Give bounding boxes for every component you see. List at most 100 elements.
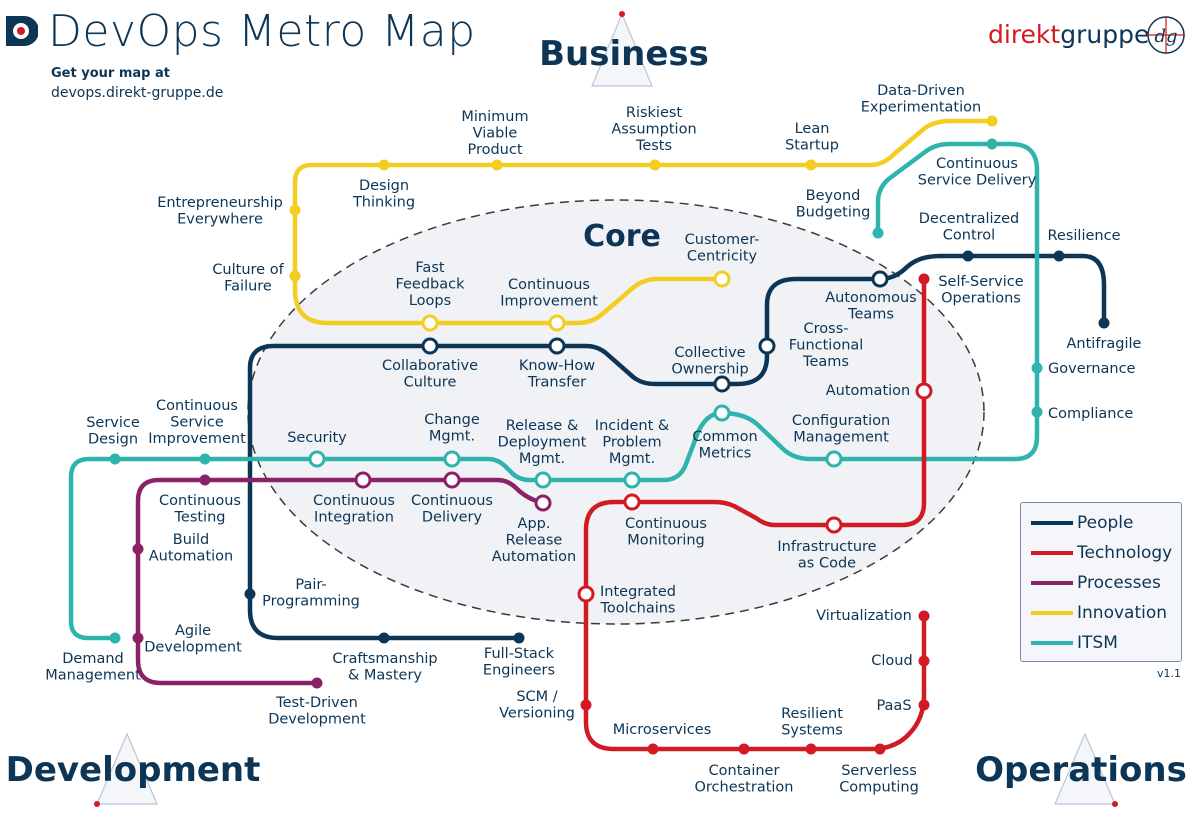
station-marker xyxy=(713,404,731,422)
station-label-line: Continuous xyxy=(313,493,395,509)
station-label-line: Collective xyxy=(674,345,745,361)
station-label-line: Integration xyxy=(314,510,394,526)
station-label-line: Collaborative xyxy=(382,358,478,374)
station-marker xyxy=(986,138,998,150)
station-marker xyxy=(1031,362,1043,374)
technology-line xyxy=(583,276,927,752)
station-label-line: Automation xyxy=(492,549,576,565)
legend-swatch xyxy=(1031,551,1073,555)
map-url-link[interactable]: devops.direkt-gruppe.de xyxy=(51,85,224,101)
station-label-line: Cloud xyxy=(871,653,912,669)
innovation-line xyxy=(292,118,995,326)
station-label-line: Microservices xyxy=(613,722,712,738)
station-label-line: Operations xyxy=(941,291,1021,307)
station-label-line: Data-Driven xyxy=(877,83,965,99)
people-line xyxy=(247,253,1107,641)
station-label-line: Budgeting xyxy=(796,205,871,221)
station-marker xyxy=(132,543,144,555)
station-marker xyxy=(577,585,595,603)
station-marker xyxy=(109,453,121,465)
station-label-line: Service xyxy=(86,415,140,431)
station-label-line: Testing xyxy=(174,510,226,526)
station-marker xyxy=(109,632,121,644)
station-label-line: Entrepreneurship xyxy=(157,195,283,211)
legend: People Technology Processes Innovation I… xyxy=(1020,502,1182,662)
station-label-line: Problem xyxy=(602,435,661,451)
station-label-line: Delivery xyxy=(422,510,483,526)
business-label: Business xyxy=(539,34,709,74)
station-marker xyxy=(244,588,256,600)
station-marker xyxy=(132,632,144,644)
station-marker xyxy=(738,743,750,755)
station-label-line: Design xyxy=(88,432,138,448)
station-marker xyxy=(986,115,998,127)
brand-name: direktgruppe xyxy=(988,20,1149,49)
station-label-paas: PaaS xyxy=(876,698,911,714)
station-label-line: Beyond xyxy=(806,188,861,204)
station-label-line: Product xyxy=(467,142,522,158)
dg-logo-icon: dg xyxy=(1147,16,1185,54)
station-marker xyxy=(758,337,776,355)
station-label-line: Continuous xyxy=(936,156,1018,172)
legend-item-itsm: ITSM xyxy=(1031,630,1118,656)
station-marker xyxy=(805,159,817,171)
station-label-line: SCM / xyxy=(516,689,557,705)
station-marker xyxy=(199,453,211,465)
station-marker xyxy=(918,273,930,285)
station-label-line: Compliance xyxy=(1048,406,1133,422)
station-label-line: Mgmt. xyxy=(429,429,475,445)
station-label-line: Mgmt. xyxy=(609,451,655,467)
station-label-cloud: Cloud xyxy=(871,653,912,669)
station-label-line: Continuous xyxy=(156,398,238,414)
station-label-line: Versioning xyxy=(499,706,575,722)
station-label-line: Resilient xyxy=(781,706,843,722)
station-label-line: Functional xyxy=(789,338,864,354)
station-marker xyxy=(443,450,461,468)
station-label-line: Serverless xyxy=(841,763,917,779)
station-label-line: Continuous xyxy=(625,516,707,532)
station-marker xyxy=(915,382,933,400)
station-label-line: Assumption xyxy=(611,122,696,138)
station-marker xyxy=(649,159,661,171)
station-marker xyxy=(918,655,930,667)
station-label-line: Teams xyxy=(802,354,849,370)
station-label-line: Culture xyxy=(404,375,457,391)
business-triangle xyxy=(591,11,653,87)
processes-line xyxy=(135,477,546,686)
legend-swatch xyxy=(1031,641,1073,645)
station-label-line: Automation xyxy=(826,383,910,399)
station-label-line: Improvement xyxy=(148,431,246,447)
station-label-craftsmanship: Craftsmanship& Mastery xyxy=(332,651,437,684)
brand-name-part2: gruppe xyxy=(1060,20,1150,49)
station-label-line: Build xyxy=(173,532,209,548)
station-marker xyxy=(378,159,390,171)
station-label-line: Craftsmanship xyxy=(332,651,437,667)
station-label-line: Antifragile xyxy=(1067,336,1142,352)
legend-label: People xyxy=(1077,513,1134,533)
legend-label: Technology xyxy=(1077,543,1173,563)
station-label-line: Management xyxy=(793,430,889,446)
station-marker xyxy=(872,227,884,239)
station-marker xyxy=(289,204,301,216)
station-label-line: Resilience xyxy=(1048,228,1121,244)
station-marker xyxy=(623,493,641,511)
station-label-pair-programming: Pair-Programming xyxy=(262,577,360,610)
station-marker xyxy=(623,471,641,489)
